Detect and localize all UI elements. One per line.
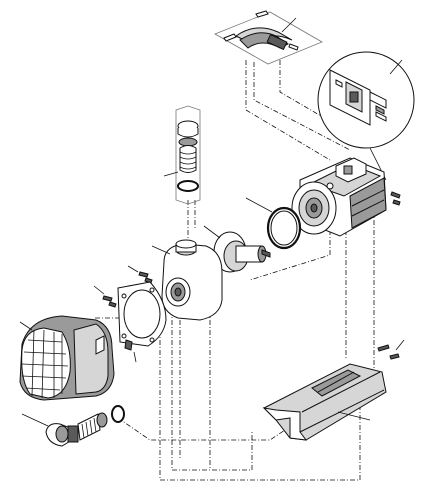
motor-screws — [390, 191, 401, 206]
volute-screws — [138, 271, 153, 284]
plate-bottom-screw — [124, 339, 133, 351]
part-8-impeller — [213, 231, 271, 273]
part-5-connector-top — [175, 105, 201, 205]
motor-housing — [291, 157, 387, 237]
mounting-plate — [117, 281, 167, 347]
part-1-handle — [214, 10, 323, 65]
part-2-cord-cover — [317, 51, 415, 181]
part-6-filter-cage — [19, 315, 115, 401]
base-screws — [377, 344, 400, 360]
part-7-pump-volute — [161, 239, 223, 321]
part-5-connector-bottom — [45, 405, 125, 447]
plate-screws — [102, 295, 117, 308]
part-4-base — [262, 363, 387, 441]
part-9-o-ring — [266, 206, 302, 250]
